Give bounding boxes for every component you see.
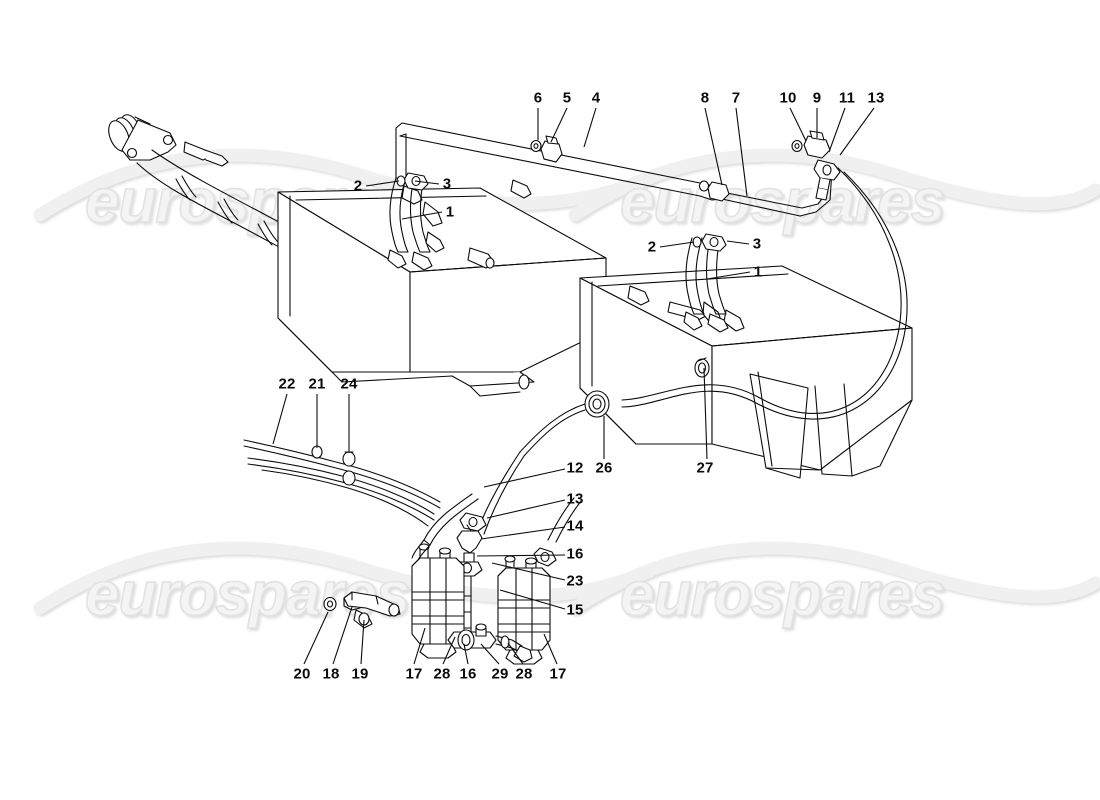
callout-leader-line (442, 636, 456, 665)
callout-number-13: 13 (867, 89, 885, 107)
callout-leader-line (463, 643, 469, 665)
callout-number-17: 17 (405, 665, 423, 683)
callout-leader-line (303, 611, 329, 665)
callout-number-21: 21 (308, 375, 326, 393)
callout-leader-line (480, 526, 566, 540)
callout-leader-line (401, 211, 443, 220)
callout-number-18: 18 (322, 665, 340, 683)
callout-number-7: 7 (731, 89, 741, 107)
callout-number-1: 1 (753, 263, 763, 281)
callout-leader-line (486, 499, 566, 519)
hose-bend-left (411, 539, 431, 561)
callout-leader-line (480, 643, 500, 665)
callout-number-16: 16 (566, 545, 584, 563)
callout-leader-line (360, 619, 365, 665)
callout-number-27: 27 (696, 459, 714, 477)
callout-number-24: 24 (340, 375, 358, 393)
callout-number-20: 20 (293, 665, 311, 683)
callout-number-12: 12 (566, 459, 584, 477)
callout-number-8: 8 (700, 89, 710, 107)
callout-leader-line (365, 180, 400, 187)
callout-number-29: 29 (491, 665, 509, 683)
callout-number-11: 11 (838, 89, 856, 107)
callout-leader-line (543, 633, 558, 665)
callout-leader-line (704, 107, 723, 186)
callout-number-3: 3 (442, 175, 452, 193)
callout-number-5: 5 (562, 89, 572, 107)
callout-number-14: 14 (566, 517, 584, 535)
callout-number-16: 16 (459, 665, 477, 683)
callout-number-13: 13 (566, 490, 584, 508)
callout-leader-line (703, 367, 708, 460)
callout-leader-line (507, 642, 524, 665)
callout-leader-line (839, 107, 875, 156)
callout-leader-line (414, 180, 440, 185)
charcoal-canister-right (497, 497, 583, 665)
left-fuel-tank (277, 179, 607, 397)
canister-feed-line (423, 493, 487, 546)
callout-leader-line (659, 241, 695, 248)
callout-number-6: 6 (533, 89, 543, 107)
left-hose-pair (387, 172, 445, 271)
canister-connection-manifold (447, 623, 533, 663)
callout-number-26: 26 (595, 459, 613, 477)
callout-number-1: 1 (445, 203, 455, 221)
callout-leader-line (413, 627, 426, 665)
callout-number-19: 19 (351, 665, 369, 683)
callout-number-4: 4 (591, 89, 601, 107)
watermark-text: eurospares (620, 560, 944, 629)
callout-leader-line (483, 468, 566, 488)
right-fuel-tank (579, 265, 913, 479)
callout-leader-line (789, 107, 807, 142)
callout-leader-line (726, 240, 750, 245)
callout-leader-line (476, 554, 566, 557)
callout-leader-line (735, 107, 748, 197)
callout-number-3: 3 (752, 235, 762, 253)
callout-leader-line (828, 107, 846, 153)
callout-number-28: 28 (433, 665, 451, 683)
callout-number-2: 2 (647, 238, 657, 256)
watermark-swoosh-bottom (33, 541, 1100, 615)
callout-number-17: 17 (549, 665, 567, 683)
callout-leader-line (491, 562, 566, 581)
callout-number-2: 2 (353, 177, 363, 195)
callout-number-15: 15 (566, 601, 584, 619)
callout-number-9: 9 (812, 89, 822, 107)
callout-number-28: 28 (515, 665, 533, 683)
watermark-swoosh-top (33, 148, 1100, 222)
charcoal-canister-left (411, 543, 465, 659)
callout-leader-line (550, 107, 568, 143)
underbody-vapour-pipes (243, 439, 441, 527)
long-vapour-line (477, 167, 908, 535)
callout-number-22: 22 (278, 375, 296, 393)
callout-leader-line (583, 107, 597, 148)
callout-leader-line (272, 393, 288, 445)
right-hose-pair (683, 233, 729, 333)
callout-leader-line (499, 589, 566, 610)
callout-leader-line (332, 606, 353, 665)
callout-number-23: 23 (566, 572, 584, 590)
callout-number-10: 10 (779, 89, 797, 107)
mounting-bracket (323, 591, 401, 629)
callout-leader-line (706, 271, 751, 280)
